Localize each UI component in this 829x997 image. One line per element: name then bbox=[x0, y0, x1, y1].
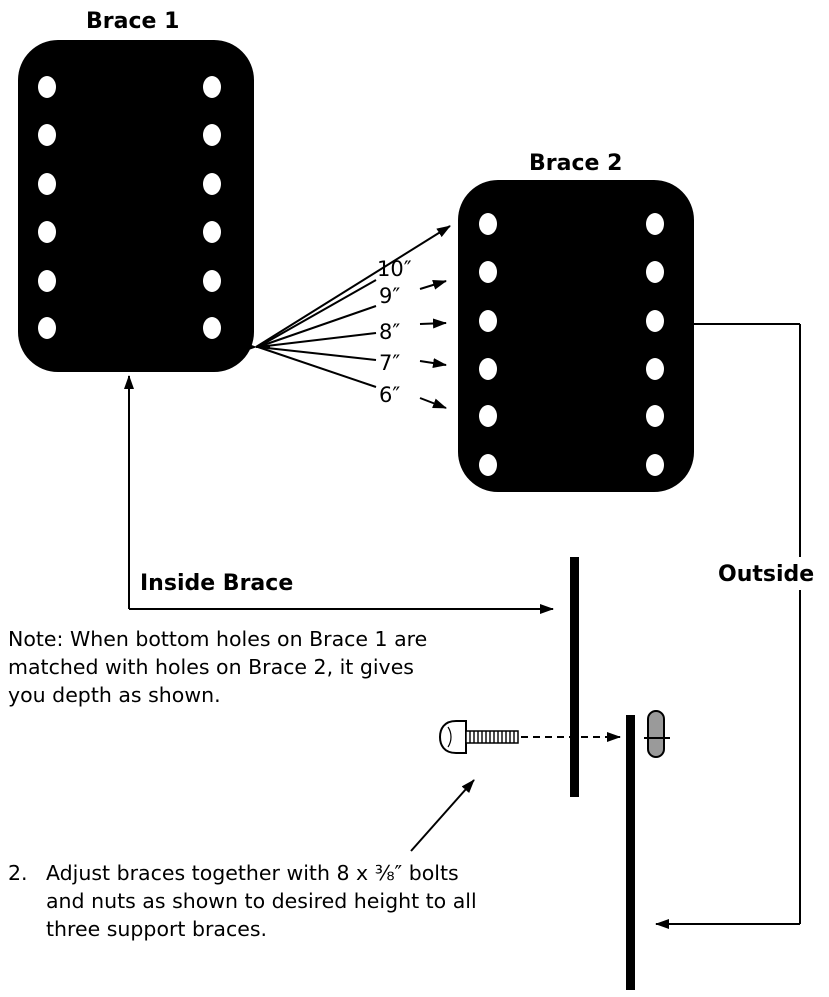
note-text: Note: When bottom holes on Brace 1 are m… bbox=[8, 627, 428, 707]
depth-arrows bbox=[419, 280, 447, 409]
outside-label-bg bbox=[712, 557, 829, 589]
dimension-label-9: 9″ bbox=[379, 284, 400, 308]
inside-brace-connector bbox=[124, 375, 554, 614]
dimension-label-7: 7″ bbox=[379, 351, 400, 375]
dimension-label-10: 10″ bbox=[377, 257, 412, 281]
dimension-label-8: 8″ bbox=[379, 320, 400, 344]
bolt-icon bbox=[438, 720, 519, 754]
nut-icon bbox=[644, 710, 670, 758]
outside-label: Outside bbox=[718, 562, 814, 587]
bolt-pointer-arrow bbox=[410, 779, 475, 852]
inside-brace-side-view bbox=[570, 557, 579, 797]
brace1-plate bbox=[18, 40, 254, 372]
step-number: 2. bbox=[8, 861, 28, 885]
inside-brace-label: Inside Brace bbox=[140, 571, 293, 596]
brace2-plate bbox=[458, 180, 694, 492]
brace2-label: Brace 2 bbox=[529, 151, 622, 176]
depth-fan-lines bbox=[243, 225, 451, 388]
brace1-label: Brace 1 bbox=[86, 9, 179, 34]
outside-brace-side-view bbox=[626, 715, 635, 990]
outside-connector bbox=[655, 323, 801, 929]
dimension-label-6: 6″ bbox=[379, 383, 400, 407]
step-text: Adjust braces together with 8 x ⅜″ bolts… bbox=[46, 861, 477, 941]
step-instruction: 2. Adjust braces together with 8 x ⅜″ bo… bbox=[8, 859, 488, 943]
